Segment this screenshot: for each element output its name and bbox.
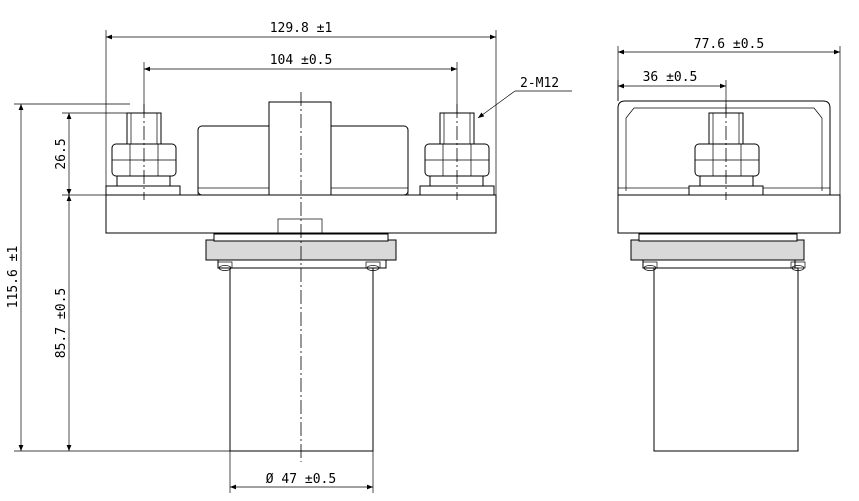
side-base-plate xyxy=(617,194,841,234)
dimension-overall-width: 129.8 ±1 xyxy=(105,21,497,195)
overall-depth-label: 77.6 ±0.5 xyxy=(694,37,764,52)
base-plate-slot xyxy=(277,218,323,234)
terminal-stud-left xyxy=(105,112,181,196)
side-view: 77.6 ±0.5 36 ±0.5 xyxy=(617,37,841,452)
dimension-terminal-offset: 36 ±0.5 xyxy=(617,70,727,113)
thread-callout: 2-M12 xyxy=(477,76,572,119)
center-boss xyxy=(268,101,332,196)
overall-width-label: 129.8 ±1 xyxy=(270,21,333,36)
terminal-stud-right xyxy=(419,112,495,196)
side-housing-cover xyxy=(617,100,831,195)
dimension-coil-diameter: Ø 47 ±0.5 xyxy=(229,451,374,493)
coil-diameter-label: Ø 47 ±0.5 xyxy=(266,472,336,487)
flange-bolt-right xyxy=(365,261,381,271)
front-view: 129.8 ±1 104 ±0.5 2-M12 115.6 ±1 26 xyxy=(6,21,572,493)
dimension-body-height: 85.7 ±0.5 xyxy=(54,195,72,451)
side-mounting-flange xyxy=(630,239,805,261)
body-height-label: 85.7 ±0.5 xyxy=(54,288,69,358)
dimension-overall-depth: 77.6 ±0.5 xyxy=(617,37,841,195)
dimension-terminal-spacing: 104 ±0.5 xyxy=(143,53,458,113)
dimension-stud-height: 26.5 xyxy=(54,112,127,196)
stud-height-label: 26.5 xyxy=(54,138,69,169)
dimension-overall-height: 115.6 ±1 xyxy=(6,103,230,452)
terminal-offset-label: 36 ±0.5 xyxy=(643,70,698,85)
terminal-spacing-label: 104 ±0.5 xyxy=(270,53,333,68)
overall-height-label: 115.6 ±1 xyxy=(6,246,21,309)
flange-bolt-left xyxy=(217,261,233,271)
side-coil-cylinder xyxy=(653,267,799,452)
thread-label: 2-M12 xyxy=(520,76,559,91)
coil-cylinder xyxy=(229,267,374,452)
